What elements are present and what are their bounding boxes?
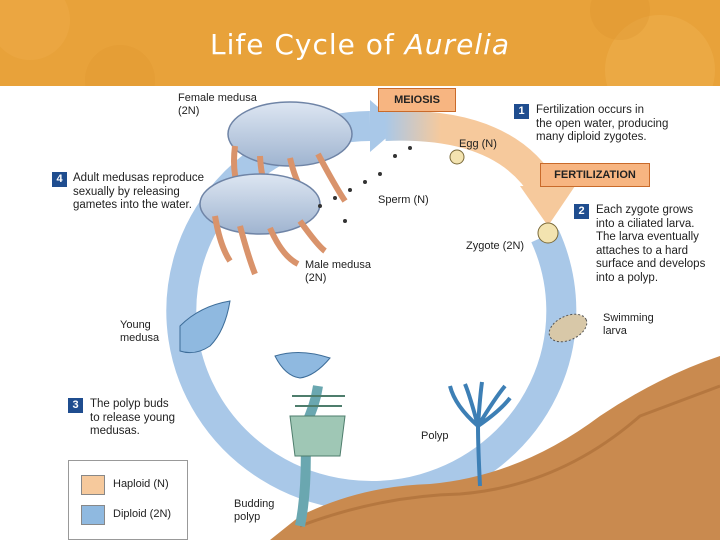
- haploid-arrowhead: [520, 186, 575, 226]
- swimming-larva-label: Swimming larva: [603, 312, 654, 337]
- fertilization-label: FERTILIZATION: [540, 163, 650, 187]
- page-title: Life Cycle of Aurelia: [0, 28, 720, 61]
- young-medusa-label: Young medusa: [120, 319, 160, 344]
- step-2-text: Each zygote grows into a ciliated larva.…: [596, 204, 706, 284]
- legend: Haploid (N) Diploid (2N): [68, 460, 188, 540]
- title-prefix: Life Cycle of: [209, 28, 405, 61]
- zygote-drawing: [537, 222, 559, 244]
- male-medusa-drawing: [199, 173, 327, 276]
- step-1-text: Fertilization occurs in the open water, …: [536, 104, 669, 143]
- haploid-arrow: [384, 110, 559, 199]
- female-medusa-label: Female medusa (2N): [178, 92, 257, 117]
- male-medusa-label: Male medusa (2N): [305, 259, 372, 284]
- title-banner: Life Cycle of Aurelia: [0, 0, 720, 86]
- step-1-badge: 1: [514, 104, 529, 119]
- polyp-label: Polyp: [421, 430, 449, 442]
- diagram-art: [166, 100, 720, 540]
- budding-polyp-label: Budding polyp: [234, 498, 275, 523]
- legend-haploid-swatch: [81, 475, 105, 495]
- sperm-label: Sperm (N): [378, 194, 429, 206]
- step-3-text: The polyp buds to release young medusas.: [90, 398, 176, 437]
- legend-diploid-swatch: [81, 505, 105, 525]
- step-4-text: Adult medusas reproduce sexually by rele…: [73, 172, 205, 211]
- zygote-label: Zygote (2N): [466, 240, 525, 252]
- egg-label: Egg (N): [459, 138, 497, 150]
- egg-drawing: [449, 149, 465, 165]
- budding-polyp-drawing: [289, 385, 346, 527]
- polyp-drawing: [448, 381, 512, 487]
- sperm-drawing: [318, 146, 412, 223]
- life-cycle-diagram: MEIOSIS FERTILIZATION Female medusa (2N)…: [0, 86, 720, 540]
- title-species: Aurelia: [404, 28, 511, 61]
- step-3-badge: 3: [68, 398, 83, 413]
- young-medusa-drawing: [179, 300, 331, 379]
- legend-diploid-label: Diploid (2N): [113, 508, 172, 520]
- rocky-ground: [270, 356, 720, 540]
- step-4-badge: 4: [52, 172, 67, 187]
- legend-haploid-label: Haploid (N): [113, 478, 169, 490]
- meiosis-label: MEIOSIS: [378, 88, 456, 112]
- step-2-badge: 2: [574, 204, 589, 219]
- banner-pattern: [0, 0, 715, 86]
- larva-drawing: [548, 313, 588, 343]
